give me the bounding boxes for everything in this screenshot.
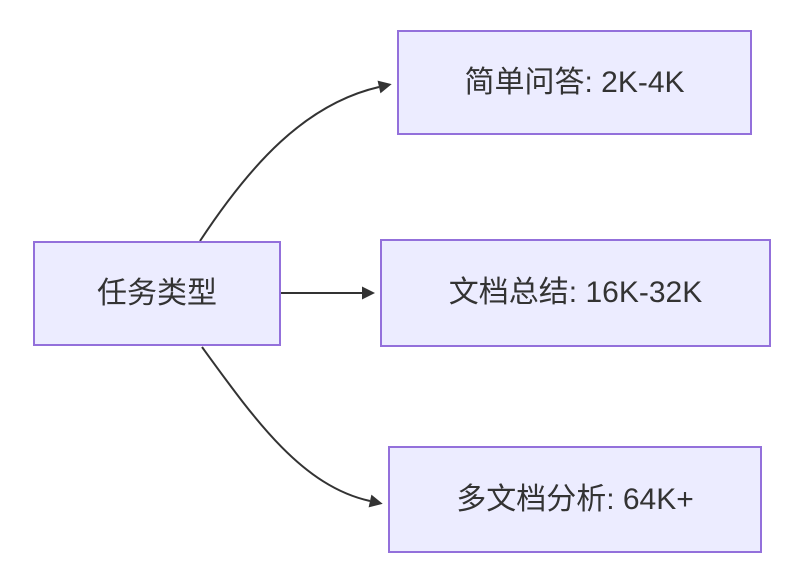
node-multidoc-analysis-label: 多文档分析: 64K+ [456,482,694,516]
node-task-type-label: 任务类型 [97,276,217,310]
node-simple-qa: 简单问答: 2K-4K [397,30,752,135]
node-multidoc-analysis: 多文档分析: 64K+ [388,446,762,553]
edge-root-to-multidoc-analysis [201,346,383,508]
node-simple-qa-label: 简单问答: 2K-4K [464,65,685,99]
node-doc-summary-label: 文档总结: 16K-32K [448,276,703,309]
node-doc-summary: 文档总结: 16K-32K [380,239,771,347]
node-task-type: 任务类型 [33,241,281,346]
edge-root-to-simple-qa [199,80,392,242]
